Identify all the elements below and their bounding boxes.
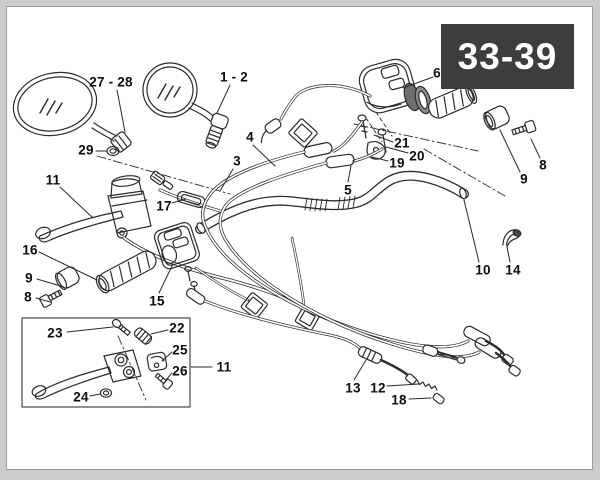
mirror-adapter-1-2: [205, 112, 229, 149]
leader-line-3: [219, 168, 234, 192]
brake-master-cylinder-lever: [35, 170, 174, 243]
right-mirror: [142, 62, 229, 149]
throttle-cables: [201, 120, 521, 377]
adjuster-22: [133, 327, 153, 345]
leader-line-13: [353, 359, 367, 381]
leader-line-19: [371, 156, 389, 162]
construction-lines: [96, 111, 506, 401]
brake-hose: [122, 236, 310, 312]
leader-line-26: [165, 372, 173, 381]
left-switch-housing: [153, 222, 200, 296]
leader-line-25: [161, 351, 173, 362]
leader-line-8: [530, 138, 541, 159]
cable-adjuster-13: [357, 346, 383, 364]
connector-plug-top: [288, 118, 318, 148]
leader-lines: [35, 76, 541, 400]
mirror-glass-glint: [39, 98, 63, 116]
leader-line-5: [347, 165, 352, 183]
mirror-glass-glint: [157, 83, 181, 101]
clamp-25: [146, 351, 168, 372]
connector-small: [260, 118, 282, 144]
leader-line-22: [150, 329, 169, 335]
inset-clutch-lever-box: [21, 317, 191, 408]
leader-line-15: [158, 265, 173, 294]
leader-line-4: [252, 144, 276, 167]
page-range-badge: 33-39: [441, 24, 574, 89]
right-bar-end-bolt: [511, 119, 537, 136]
leader-line-17: [171, 198, 187, 204]
leader-line-27-28: [116, 89, 126, 133]
leader-line-10: [463, 199, 480, 263]
connector-plug-left: [240, 292, 268, 320]
leader-line-21: [373, 134, 394, 143]
leader-line-9: [36, 278, 65, 288]
pivot-screw-23: [111, 318, 131, 336]
leader-line-8: [35, 297, 51, 303]
left-mirror: [12, 71, 132, 157]
leader-line-6: [402, 76, 434, 89]
right-switch-housing: [357, 58, 432, 160]
cable-clamp-14: [502, 229, 522, 248]
spring-and-nipple: [416, 379, 445, 405]
leader-line-20: [385, 146, 409, 154]
leader-line-18: [408, 397, 432, 400]
clutch-cable: [185, 287, 417, 385]
handlebar: [195, 170, 469, 234]
wiring-connectors: [194, 84, 372, 331]
leader-line-14: [506, 246, 511, 263]
left-bar-end: [54, 266, 80, 290]
throttle-tube-rings: [403, 82, 432, 115]
cable-nipple-18: [432, 392, 445, 405]
handlebar-knurling: [304, 195, 356, 212]
leader-line-11: [59, 186, 94, 219]
leader-line-9: [499, 129, 521, 173]
nut-24: [99, 388, 113, 398]
left-bar-end-bolt: [39, 289, 63, 308]
leader-line-12: [386, 383, 420, 387]
left-grip: [95, 250, 157, 294]
leader-line-24: [89, 393, 101, 397]
leader-line-23: [66, 326, 114, 333]
bolt-26: [154, 372, 174, 390]
right-bar-end: [483, 105, 510, 131]
leader-line-1-2: [216, 84, 231, 114]
leader-line-16: [38, 251, 98, 281]
